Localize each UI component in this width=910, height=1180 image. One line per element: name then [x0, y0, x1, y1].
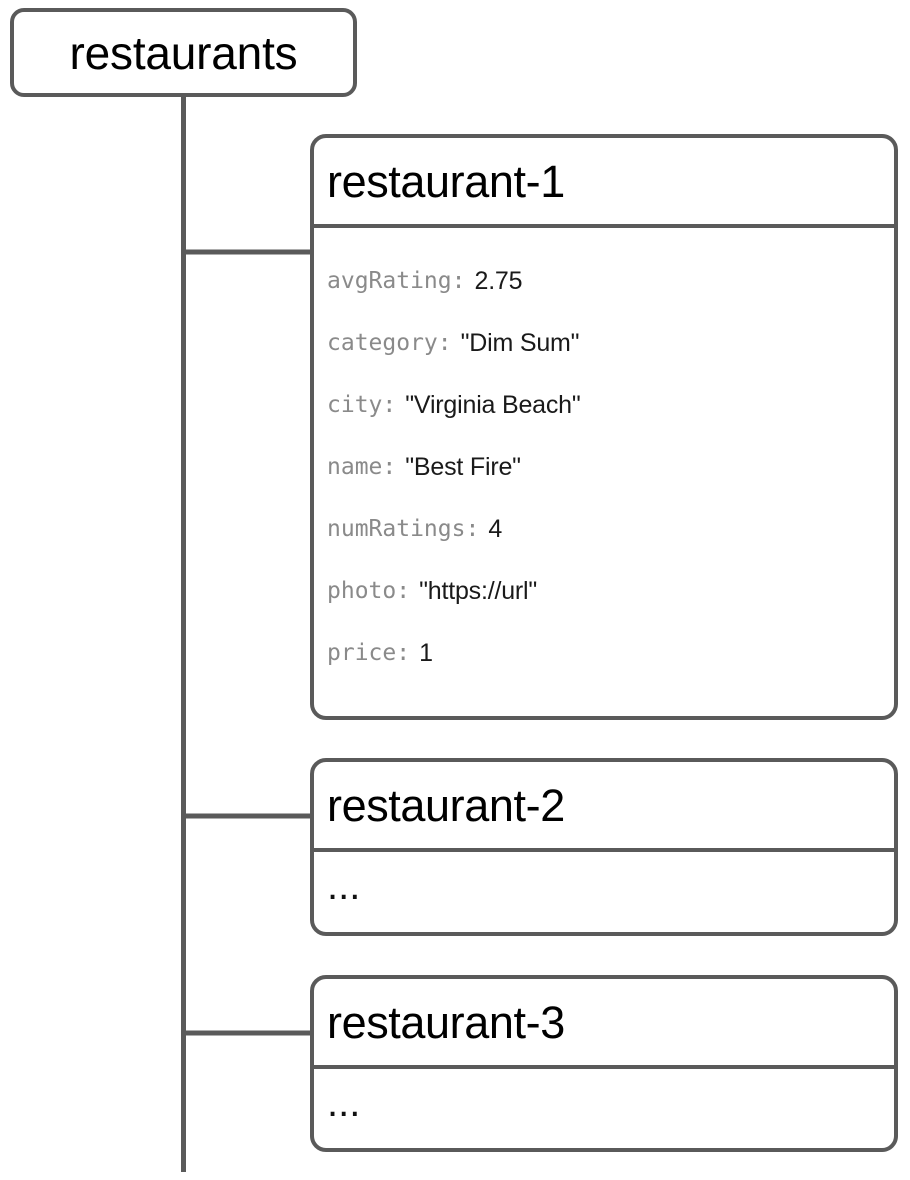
- field-row: category: "Dim Sum": [327, 312, 881, 374]
- document-field-list: avgRating: 2.75 category: "Dim Sum" city…: [314, 228, 894, 704]
- field-key: avgRating:: [327, 268, 466, 294]
- field-key: city:: [327, 392, 397, 418]
- document-card-restaurant-2[interactable]: restaurant-2 ...: [310, 758, 898, 936]
- collapsed-fields-placeholder: ...: [327, 864, 361, 908]
- document-card-header: restaurant-2: [314, 762, 894, 852]
- document-field-list: ...: [314, 852, 894, 924]
- document-id-label: restaurant-3: [327, 996, 565, 1048]
- document-field-list: ...: [314, 1069, 894, 1141]
- collection-node-label: restaurants: [69, 26, 298, 79]
- field-value: "Dim Sum": [460, 328, 580, 357]
- document-id-label: restaurant-2: [327, 779, 565, 831]
- field-key: price:: [327, 640, 411, 666]
- collection-node-restaurants[interactable]: restaurants: [10, 8, 357, 97]
- field-row: price: 1: [327, 622, 881, 684]
- field-row: name: "Best Fire": [327, 436, 881, 498]
- field-value: "https://url": [419, 576, 538, 605]
- field-row: photo: "https://url": [327, 560, 881, 622]
- collapsed-fields-placeholder: ...: [327, 1081, 361, 1125]
- field-key: numRatings:: [327, 516, 480, 542]
- document-card-restaurant-1[interactable]: restaurant-1 avgRating: 2.75 category: "…: [310, 134, 898, 720]
- document-id-label: restaurant-1: [327, 155, 565, 207]
- field-value: "Best Fire": [405, 452, 521, 481]
- field-key: photo:: [327, 578, 411, 604]
- field-row: city: "Virginia Beach": [327, 374, 881, 436]
- field-row: avgRating: 2.75: [327, 250, 881, 312]
- field-key: category:: [327, 330, 452, 356]
- document-card-header: restaurant-3: [314, 979, 894, 1069]
- field-value: "Virginia Beach": [405, 390, 581, 419]
- field-value: 1: [419, 638, 433, 667]
- field-value: 4: [488, 514, 503, 543]
- field-value: 2.75: [474, 266, 523, 295]
- document-card-restaurant-3[interactable]: restaurant-3 ...: [310, 975, 898, 1152]
- field-key: name:: [327, 454, 397, 480]
- field-row: numRatings: 4: [327, 498, 881, 560]
- document-card-header: restaurant-1: [314, 138, 894, 228]
